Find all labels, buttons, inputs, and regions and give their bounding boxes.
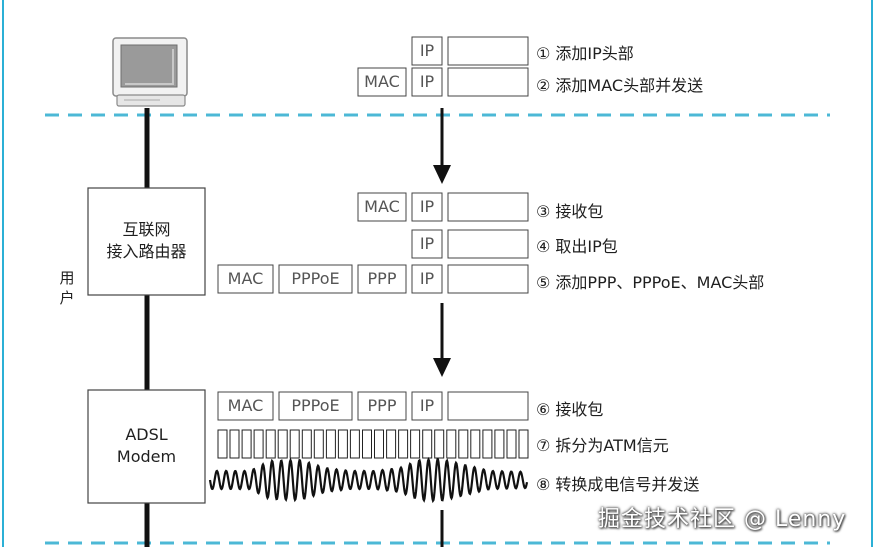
step-8-caption: ⑧ 转换成电信号并发送	[536, 475, 700, 494]
packet-row-4	[411, 229, 529, 259]
atm-cell	[362, 429, 372, 459]
modem-box	[87, 389, 206, 504]
payload-box	[447, 36, 529, 66]
atm-cell	[434, 429, 445, 459]
down-arrow-1	[433, 108, 451, 184]
atm-cell	[446, 429, 457, 459]
user-side-label: 用户	[59, 269, 75, 307]
ip-header-box	[411, 264, 443, 294]
payload-box	[447, 264, 529, 294]
electrical-signal-wave	[208, 456, 529, 504]
row1-ip-label: IP	[419, 41, 435, 60]
payload-box	[447, 391, 529, 421]
ppp-header-box	[357, 264, 407, 294]
modem-label-line1: ADSL	[125, 425, 168, 444]
router-label-line1: 互联网	[122, 220, 171, 239]
mac-header-box	[217, 391, 274, 421]
atm-cell	[518, 429, 529, 459]
ip-header-box	[411, 67, 443, 97]
atm-cell	[494, 429, 505, 459]
row2-mac-label: MAC	[364, 72, 400, 91]
row6-pppoe-label: PPPoE	[291, 396, 340, 415]
atm-cell	[229, 429, 240, 459]
atm-cell	[265, 429, 276, 459]
mac-header-box	[357, 192, 407, 222]
row6-ip-label: IP	[419, 396, 435, 415]
row2-ip-label: IP	[419, 72, 435, 91]
atm-cell	[470, 429, 481, 459]
step-6-caption: ⑥ 接收包	[536, 400, 604, 419]
mac-header-box	[217, 264, 274, 294]
ppp-header-box	[357, 391, 407, 421]
atm-cell	[410, 429, 421, 459]
ip-header-box	[411, 391, 443, 421]
atm-cell	[241, 429, 252, 459]
row6-mac-label: MAC	[227, 396, 264, 415]
atm-cell	[506, 429, 517, 459]
atm-cell	[482, 429, 493, 459]
atm-cell	[386, 429, 397, 459]
pppoe-header-box	[278, 264, 353, 294]
step-4-caption: ④ 取出IP包	[536, 237, 618, 256]
router-box	[87, 187, 206, 296]
atm-cell	[217, 429, 228, 459]
watermark: 掘金技术社区 @ Lenny	[598, 507, 847, 532]
step-2-caption: ② 添加MAC头部并发送	[536, 76, 704, 95]
ip-header-box	[411, 192, 443, 222]
router-label: 互联网 接入路由器	[88, 219, 205, 263]
atm-cells	[217, 429, 529, 459]
step-5-caption: ⑤ 添加PPP、PPPoE、MAC头部	[536, 273, 765, 292]
atm-cell	[398, 429, 409, 459]
packet-row-3	[357, 192, 529, 222]
row4-ip-label: IP	[419, 234, 435, 253]
row5-ppp-label: PPP	[367, 269, 397, 288]
payload-box	[447, 192, 529, 222]
atm-cell	[277, 429, 288, 459]
atm-cell	[422, 429, 433, 459]
row3-mac-label: MAC	[364, 197, 400, 216]
payload-box	[447, 67, 529, 97]
row5-pppoe-label: PPPoE	[291, 269, 340, 288]
atm-cell	[313, 429, 324, 459]
mac-header-box	[357, 67, 407, 97]
packet-row-2	[357, 67, 529, 97]
pppoe-header-box	[278, 391, 353, 421]
computer-icon	[112, 37, 188, 107]
atm-cell	[325, 429, 336, 459]
row6-ppp-label: PPP	[367, 396, 397, 415]
atm-cell	[301, 429, 312, 459]
atm-cell	[289, 429, 300, 459]
packet-row-5	[217, 264, 529, 294]
atm-cell	[458, 429, 469, 459]
router-label-line2: 接入路由器	[106, 242, 187, 261]
packet-row-1	[411, 36, 529, 66]
row5-mac-label: MAC	[227, 269, 264, 288]
down-arrow-2	[433, 303, 451, 377]
modem-label-line2: Modem	[116, 447, 177, 466]
atm-cell	[253, 429, 264, 459]
atm-cell	[337, 429, 348, 459]
atm-cell	[374, 429, 384, 459]
modem-label: ADSL Modem	[88, 424, 205, 468]
step-7-caption: ⑦ 拆分为ATM信元	[536, 436, 669, 455]
step-3-caption: ③ 接收包	[536, 202, 604, 221]
row3-ip-label: IP	[419, 197, 435, 216]
step-1-caption: ① 添加IP头部	[536, 44, 634, 63]
ip-header-box	[411, 36, 443, 66]
packet-row-6	[217, 391, 529, 421]
atm-cell	[349, 429, 360, 459]
ip-header-box	[411, 229, 443, 259]
row5-ip-label: IP	[419, 269, 435, 288]
payload-box	[447, 229, 529, 259]
